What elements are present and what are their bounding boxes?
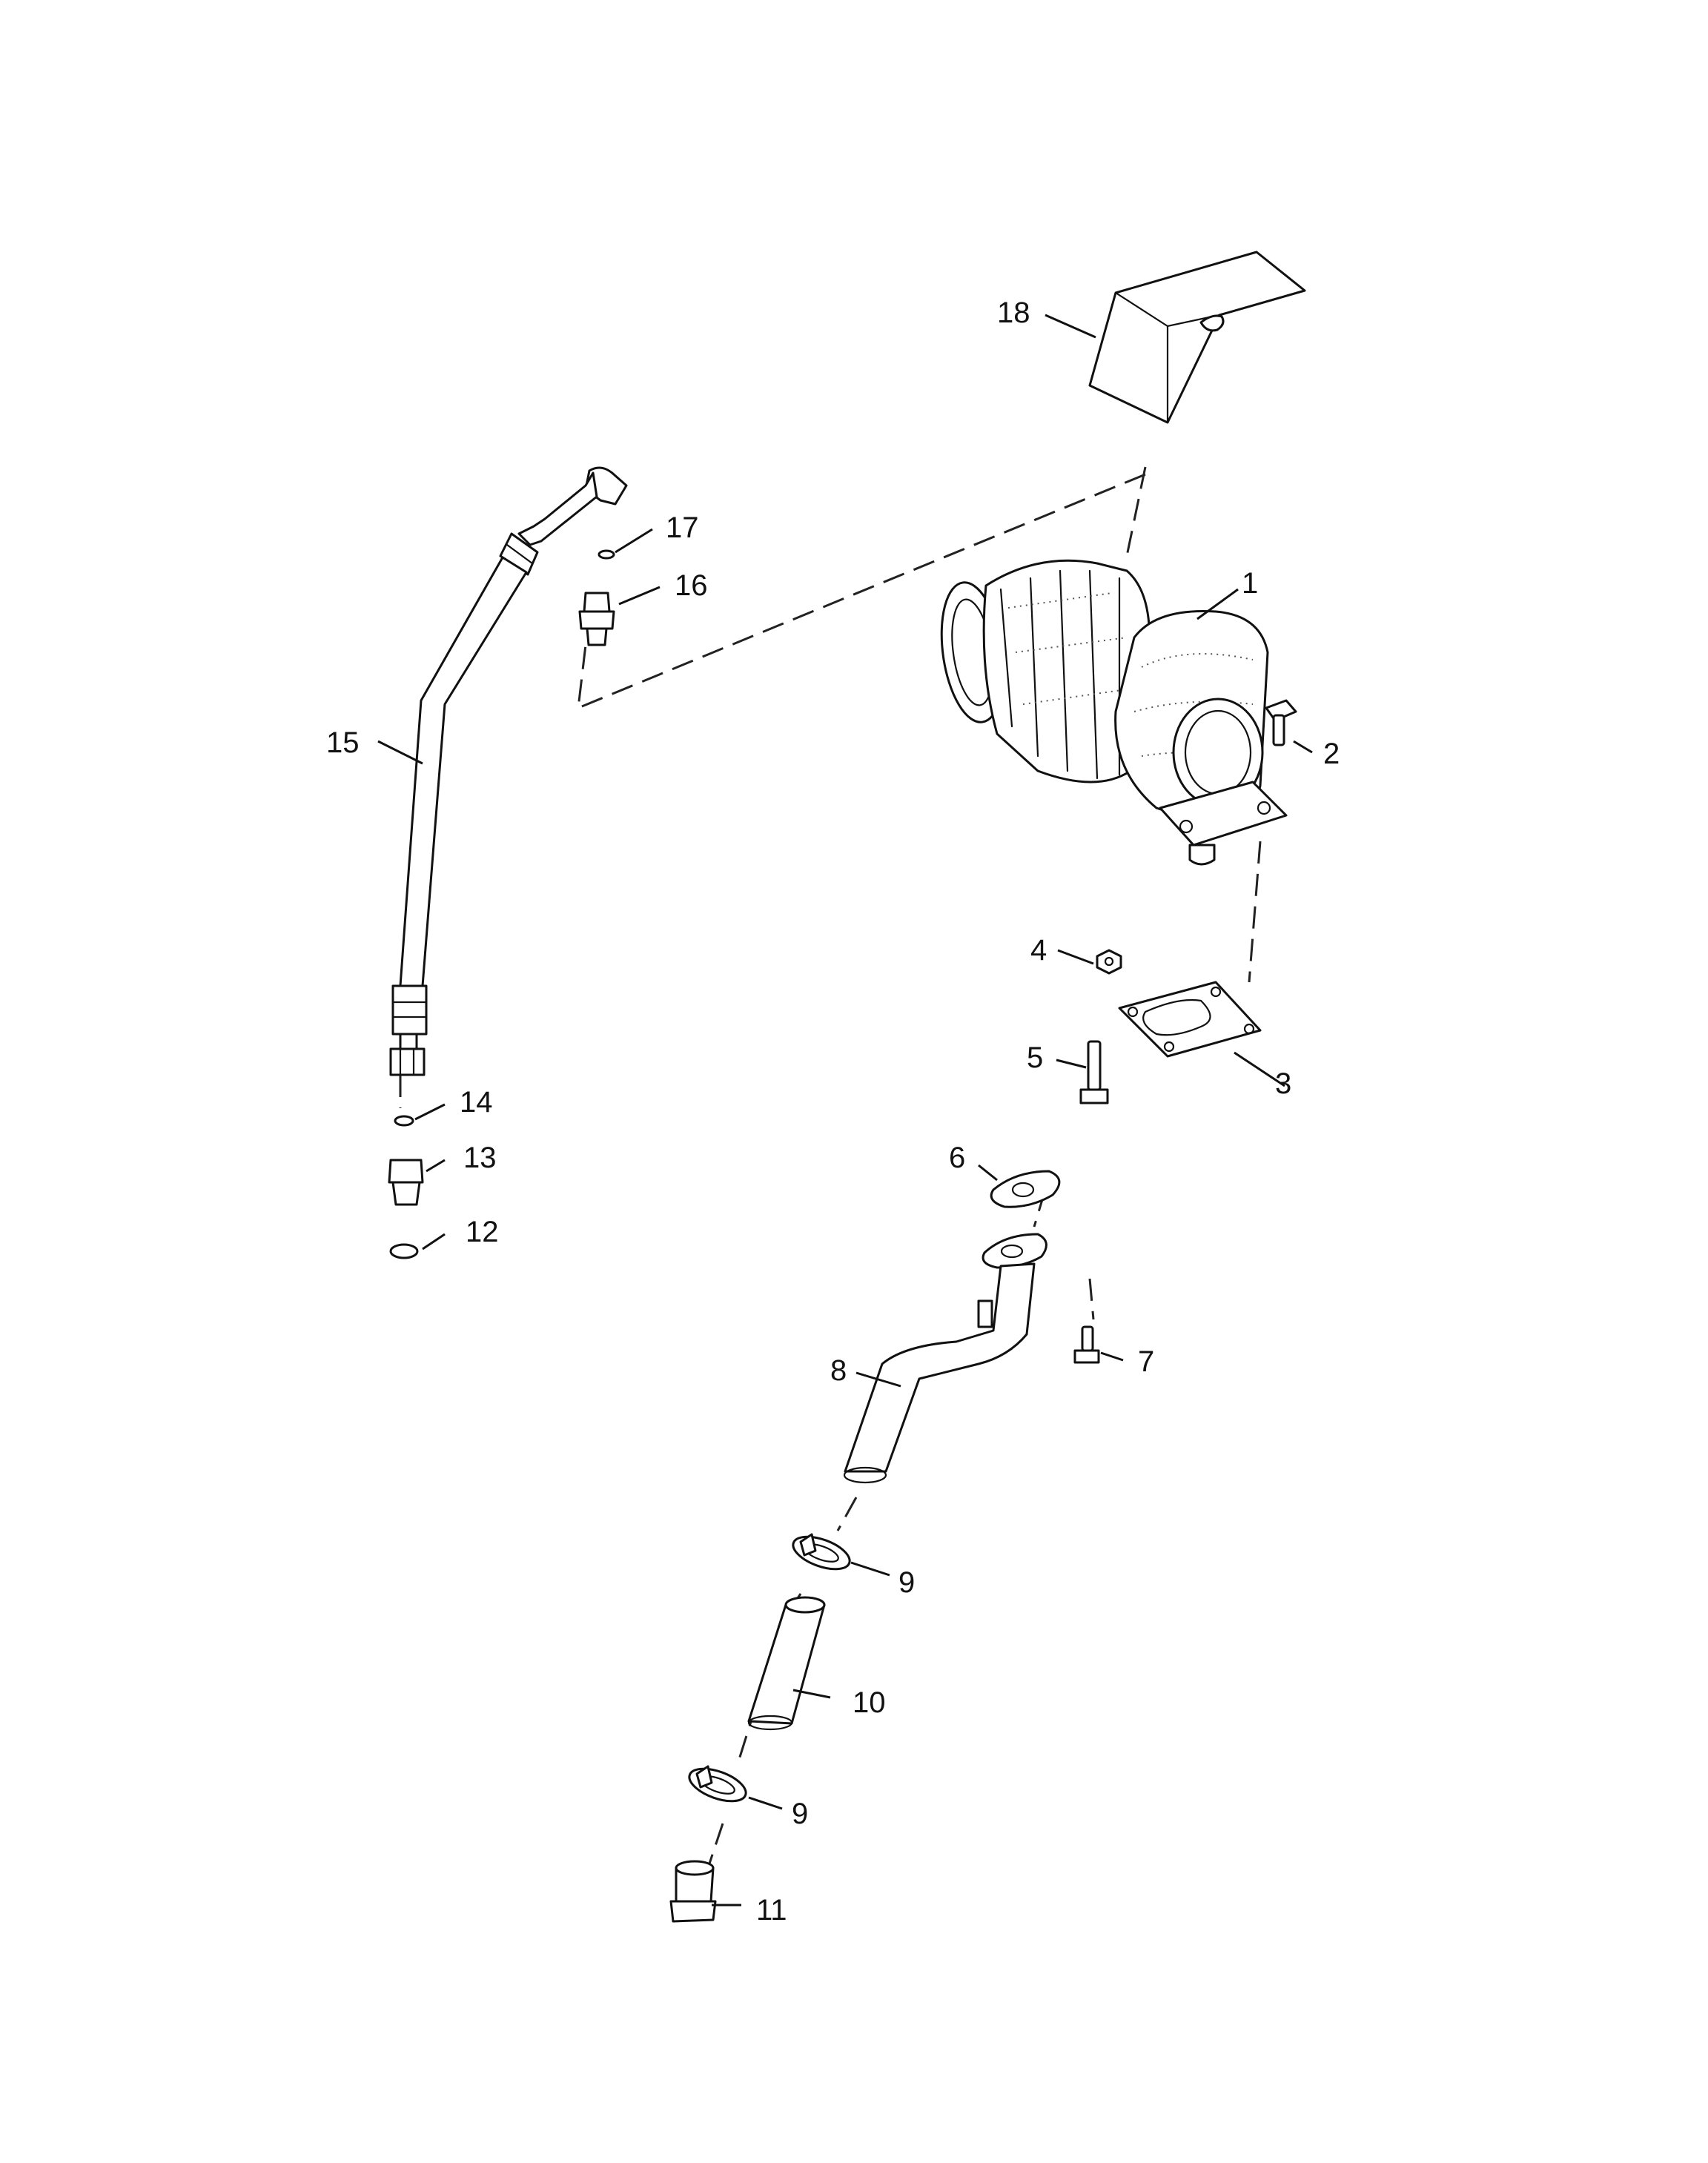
callout-7: 7 xyxy=(1138,1345,1154,1378)
callout-1: 1 xyxy=(1242,567,1258,600)
stud-part-5 xyxy=(1079,1040,1109,1104)
bolt-part-7 xyxy=(1073,1325,1100,1364)
callout-8: 8 xyxy=(830,1354,847,1387)
washer-part-17 xyxy=(598,549,615,560)
drain-pipe-part-8 xyxy=(843,1233,1047,1484)
nut-part-4 xyxy=(1096,949,1122,975)
callout-9-upper: 9 xyxy=(898,1566,915,1599)
callout-10: 10 xyxy=(853,1686,886,1719)
adapter-part-13 xyxy=(388,1159,424,1206)
callout-2: 2 xyxy=(1323,738,1340,770)
hose-clamp-lower xyxy=(688,1765,747,1803)
callout-16: 16 xyxy=(675,569,708,602)
turbocharger xyxy=(940,559,1288,866)
oil-feed-tube-part-15 xyxy=(389,466,628,1076)
callout-11: 11 xyxy=(756,1894,787,1927)
gasket-part-6 xyxy=(990,1170,1061,1208)
washer-part-14 xyxy=(394,1115,414,1127)
callout-18: 18 xyxy=(997,297,1030,329)
callout-5: 5 xyxy=(1027,1041,1043,1074)
callout-3: 3 xyxy=(1275,1067,1291,1100)
leader-lines xyxy=(377,314,1313,1907)
heat-shield xyxy=(1088,251,1306,424)
callout-9-lower: 9 xyxy=(792,1798,808,1830)
callout-12: 12 xyxy=(466,1216,499,1248)
callout-15: 15 xyxy=(326,726,360,759)
adapter-part-16 xyxy=(578,592,615,646)
hose-part-10 xyxy=(747,1596,826,1731)
washer-part-12 xyxy=(389,1243,419,1259)
gasket-part-3 xyxy=(1118,981,1262,1058)
hose-clamp-upper xyxy=(792,1533,851,1571)
callout-14: 14 xyxy=(460,1086,493,1119)
callout-labels: 18 1 2 3 4 5 6 7 8 9 10 9 11 15 17 16 14… xyxy=(326,297,1340,1927)
callout-6: 6 xyxy=(949,1142,965,1174)
callout-13: 13 xyxy=(463,1142,497,1174)
bolt-part-2 xyxy=(1265,699,1297,746)
callout-17: 17 xyxy=(666,511,699,544)
callout-4: 4 xyxy=(1030,934,1047,967)
fitting-part-11 xyxy=(669,1860,717,1923)
